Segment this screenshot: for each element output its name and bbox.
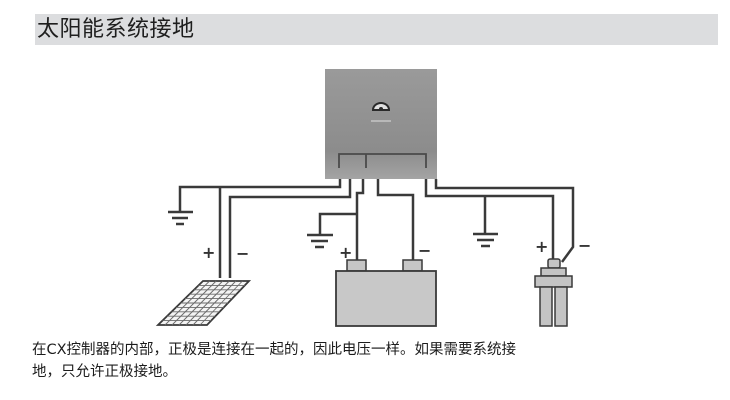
- load-positive-wire: [424, 179, 555, 262]
- ground-symbol-solar: [168, 210, 193, 226]
- battery-ground-wire: [318, 212, 357, 235]
- battery-body: [335, 270, 437, 327]
- internal-positive-bus: [338, 153, 427, 168]
- battery-minus-sign: −: [418, 241, 431, 260]
- battery-negative-wire: [376, 179, 415, 262]
- load: [534, 258, 573, 327]
- solar-negative-wire: [228, 179, 352, 278]
- battery-positive-wire: [355, 179, 365, 262]
- solar-ground-wire: [178, 179, 342, 212]
- battery-positive-terminal: [346, 259, 367, 272]
- controller: [325, 69, 437, 179]
- solar-minus-sign: −: [236, 244, 249, 263]
- ground-symbol-load: [473, 232, 498, 248]
- ground-symbol-battery: [307, 233, 333, 249]
- caption-line-1: 在CX控制器的内部，正极是连接在一起的，因此电压一样。如果需要系统接: [32, 342, 517, 358]
- title-bar: 太阳能系统接地: [35, 14, 718, 45]
- battery-negative-terminal: [402, 259, 423, 272]
- load-negative-wire: [434, 179, 575, 263]
- solar-panel: [155, 280, 252, 326]
- load-plus-sign: +: [535, 237, 548, 256]
- wires: [178, 179, 575, 278]
- caption-line-2: 地，只允许正极接地。: [32, 364, 177, 380]
- load-minus-sign: −: [578, 236, 591, 255]
- battery: [335, 259, 437, 327]
- battery-plus-sign: +: [339, 243, 352, 262]
- page-title: 太阳能系统接地: [37, 17, 195, 42]
- grounding-diagram: + − + − + −: [155, 69, 591, 327]
- caption: 在CX控制器的内部，正极是连接在一起的，因此电压一样。如果需要系统接 地，只允许…: [32, 339, 712, 383]
- controller-body: [325, 69, 437, 179]
- solar-plus-sign: +: [202, 243, 215, 262]
- meter-icon: [371, 102, 391, 122]
